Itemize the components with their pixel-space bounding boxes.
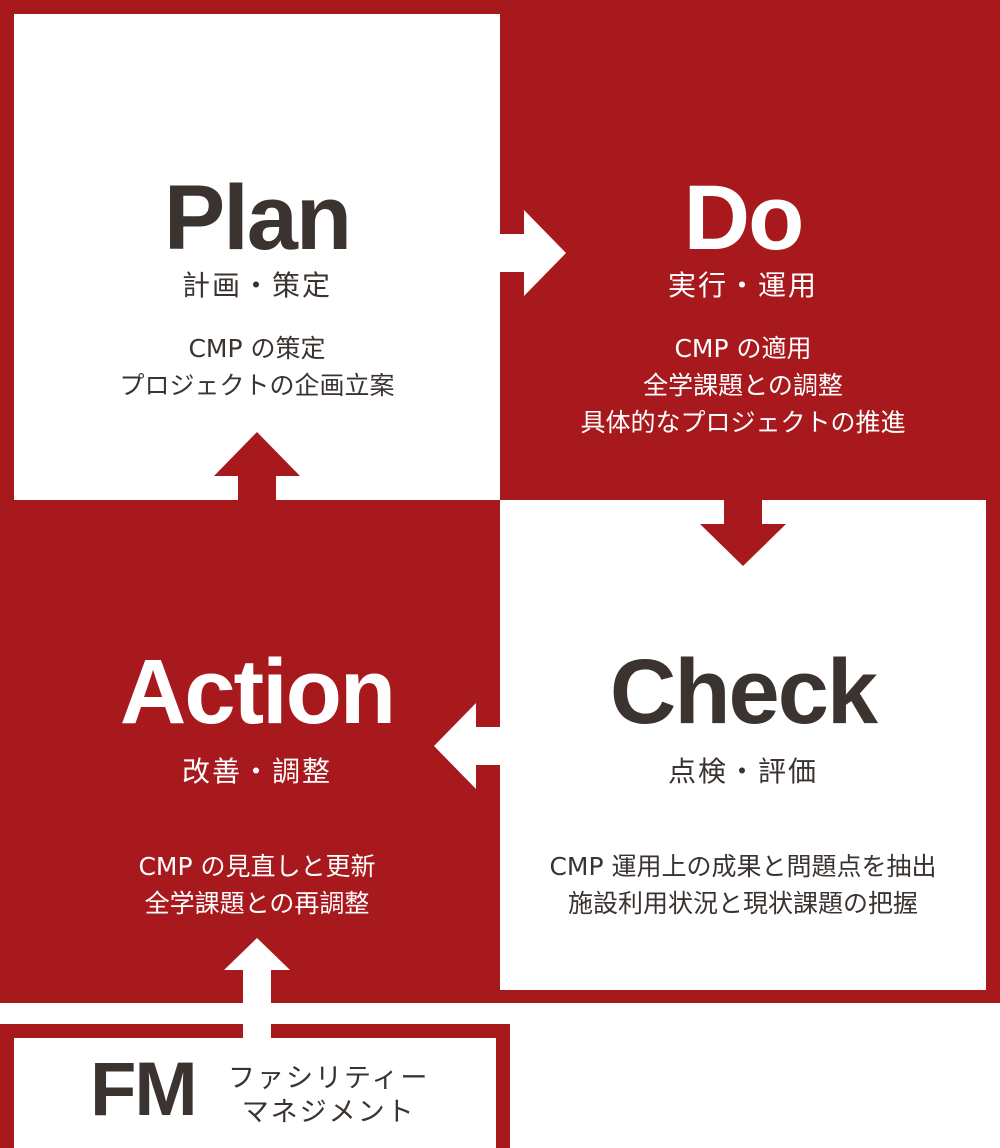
- plan-line: CMP の策定: [188, 334, 326, 363]
- fm-box-inner: FM ファシリティー マネジメント: [14, 1038, 496, 1148]
- do-line: 具体的なプロジェクトの推進: [580, 408, 906, 437]
- check-panel: Check 点検・評価 CMP 運用上の成果と問題点を抽出 施設利用状況と現状課…: [500, 500, 986, 990]
- do-description: CMP の適用 全学課題との調整 具体的なプロジェクトの推進: [500, 330, 986, 441]
- do-line: CMP の適用: [674, 334, 812, 363]
- arrow-plan-to-do: [498, 210, 566, 296]
- check-line: 施設利用状況と現状課題の把握: [567, 889, 918, 918]
- plan-title: Plan: [163, 167, 352, 269]
- do-subtitle: 実行・運用: [667, 269, 818, 302]
- action-subtitle: 改善・調整: [181, 755, 332, 788]
- action-line: CMP の見直しと更新: [138, 852, 376, 881]
- action-panel: Action 改善・調整 CMP の見直しと更新 全学課題との再調整: [14, 500, 500, 990]
- action-title: Action: [119, 641, 396, 743]
- do-line: 全学課題との調整: [643, 371, 843, 400]
- fm-label: ファシリティー マネジメント: [228, 1062, 429, 1130]
- action-line: 全学課題との再調整: [144, 889, 370, 918]
- arrow-action-to-plan: [214, 432, 300, 502]
- do-panel: Do 実行・運用 CMP の適用 全学課題との調整 具体的なプロジェクトの推進: [500, 14, 986, 500]
- plan-subtitle: 計画・策定: [181, 269, 332, 302]
- check-line: CMP 運用上の成果と問題点を抽出: [549, 852, 937, 881]
- do-title: Do: [683, 167, 805, 269]
- fm-label-line: ファシリティー: [228, 1063, 430, 1094]
- action-description: CMP の見直しと更新 全学課題との再調整: [14, 848, 500, 922]
- plan-panel: Plan 計画・策定 CMP の策定 プロジェクトの企画立案: [14, 14, 500, 500]
- fm-abbr: FM: [90, 1047, 198, 1132]
- check-description: CMP 運用上の成果と問題点を抽出 施設利用状況と現状課題の把握: [500, 848, 986, 922]
- fm-label-line: マネジメント: [241, 1097, 416, 1128]
- check-subtitle: 点検・評価: [667, 755, 818, 788]
- arrow-do-to-check: [700, 498, 786, 566]
- arrow-fm-to-action: [224, 938, 290, 1038]
- plan-line: プロジェクトの企画立案: [119, 371, 395, 400]
- arrow-check-to-action: [434, 703, 502, 789]
- plan-description: CMP の策定 プロジェクトの企画立案: [14, 330, 500, 404]
- check-title: Check: [609, 641, 878, 743]
- fm-box: FM ファシリティー マネジメント: [0, 1024, 510, 1148]
